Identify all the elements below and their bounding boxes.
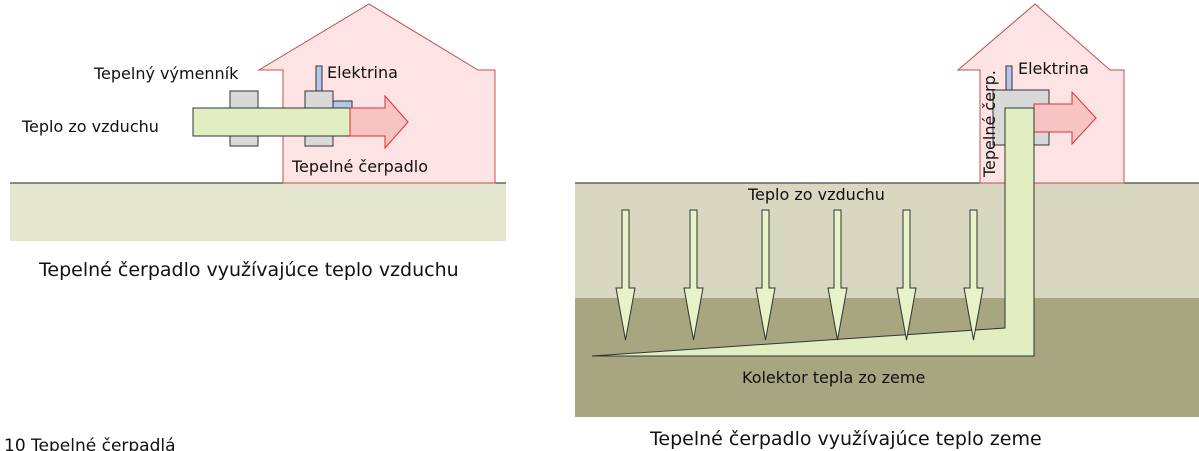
label-air-heat-ground: Teplo zo vzduchu [747, 185, 885, 204]
air-heat-tube [192, 107, 351, 137]
ground-heat-arrow [755, 209, 776, 341]
ground-heat-pump-diagram: Tepelné čerp. Elektrina Teplo zo vzduchu… [575, 3, 1199, 450]
label-electricity-ground: Elektrina [1018, 59, 1089, 78]
ground-heat-arrow [615, 209, 636, 341]
ground-heat-arrow [683, 209, 704, 341]
label-heat-pump-vertical: Tepelné čerp. [980, 70, 999, 178]
ground-upper-layer [575, 183, 1199, 298]
ground-lower-layer [575, 298, 1199, 417]
ground-heat-arrow [896, 209, 917, 341]
ground-heat-arrows [615, 209, 984, 341]
label-electricity-air: Elektrina [327, 63, 398, 82]
caption-ground: Tepelné čerpadlo využívajúce teplo zeme [649, 428, 1042, 450]
air-output-arrow [349, 94, 409, 150]
air-ground [10, 183, 506, 241]
label-exchanger: Tepelný výmenník [93, 64, 239, 83]
ground-collector-pipe [591, 107, 1035, 357]
ground-output-arrow [1033, 90, 1097, 146]
figure-caption: 10 Tepelné čerpadlá [4, 436, 176, 451]
air-heat-pump-diagram: Tepelný výmenník Elektrina Teplo zo vzdu… [10, 3, 506, 281]
ground-heat-arrow [827, 209, 848, 341]
label-collector: Kolektor tepla zo zeme [742, 368, 925, 387]
caption-air: Tepelné čerpadlo využívajúce teplo vzduc… [38, 259, 459, 281]
ground-heat-arrow [963, 209, 984, 341]
label-air-heat-left: Teplo zo vzduchu [21, 117, 159, 136]
label-heat-pump-air: Tepelné čerpadlo [291, 157, 428, 176]
